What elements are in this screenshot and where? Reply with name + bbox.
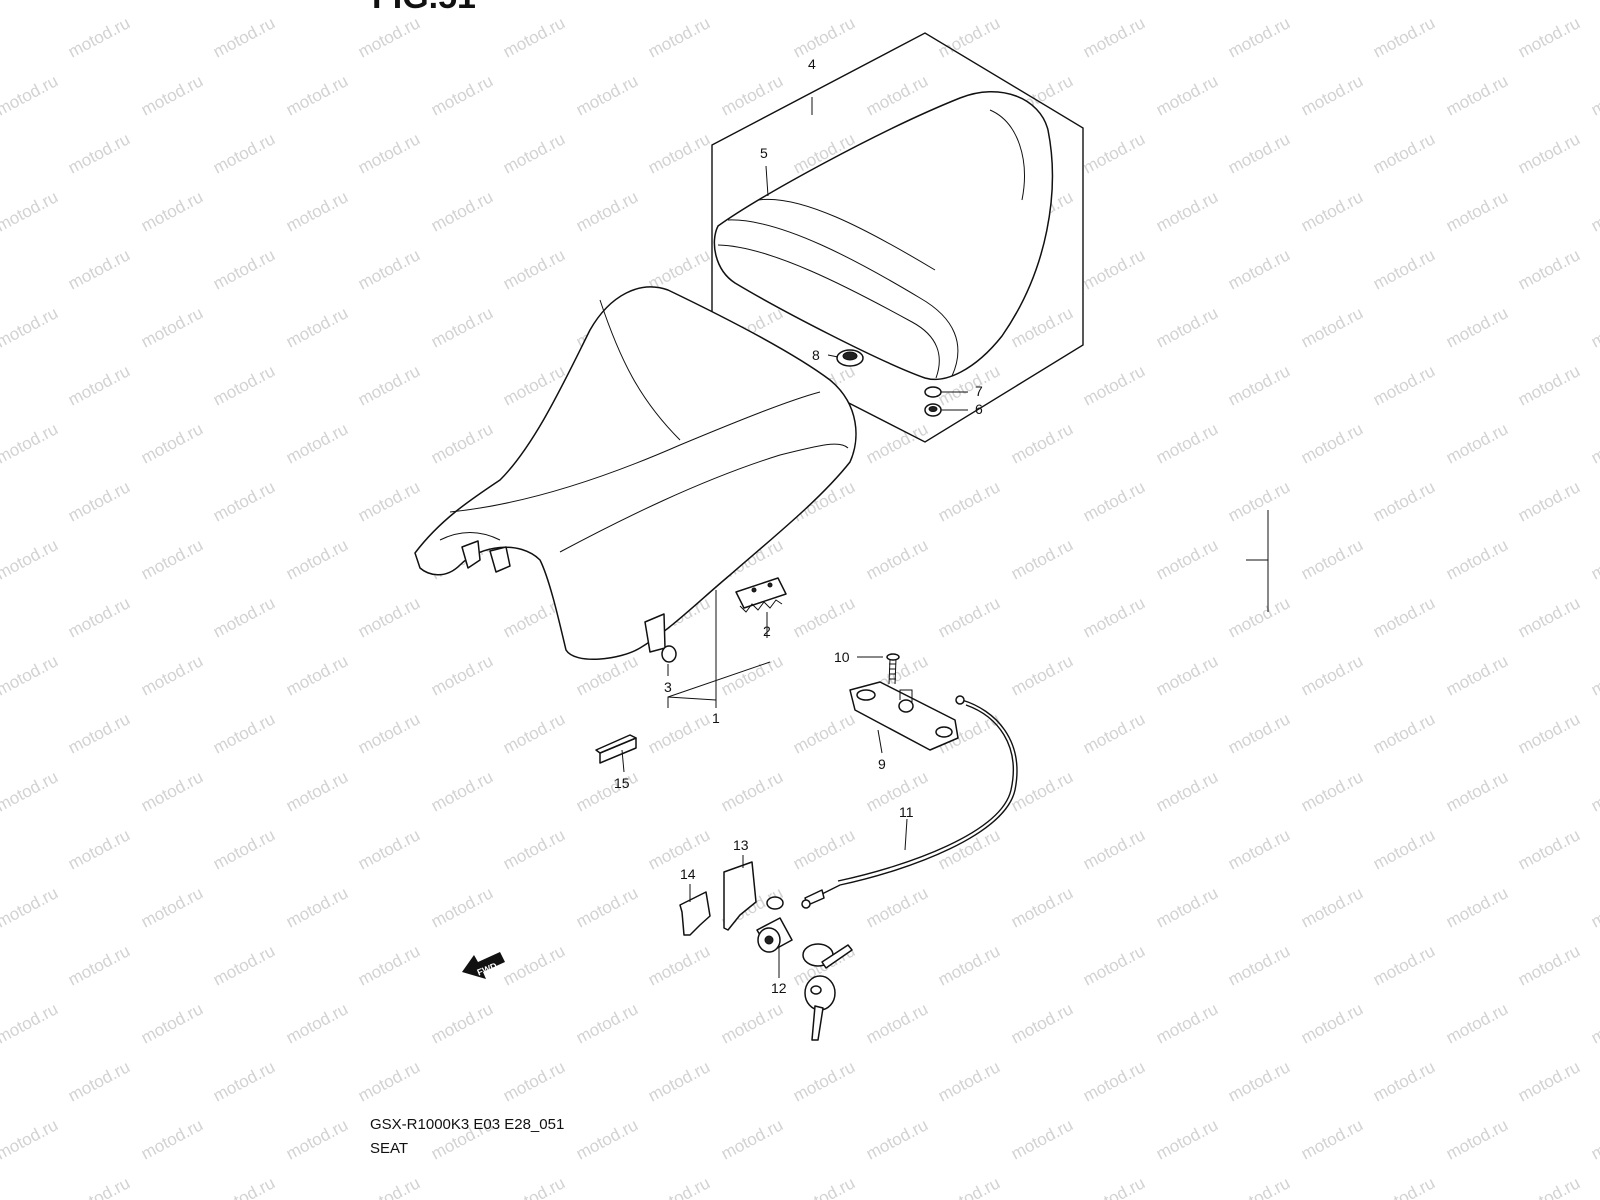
key-icon	[802, 943, 853, 1041]
callout-14: 14	[680, 866, 696, 882]
nut-part-6	[924, 403, 942, 417]
callout-2: 2	[763, 623, 771, 639]
seat-lock-part-9	[849, 681, 959, 751]
bracket-part-2	[735, 577, 787, 613]
callout-6: 6	[975, 401, 983, 417]
callout-11: 11	[899, 804, 914, 820]
washer-part-7	[924, 386, 942, 398]
callout-10: 10	[834, 649, 850, 665]
figure-title: FIG.51	[372, 0, 476, 17]
leader-lines	[621, 97, 968, 978]
callout-5: 5	[760, 145, 768, 161]
figure-code: GSX-R1000K3 E03 E28_051	[370, 1116, 565, 1133]
callout-4: 4	[808, 56, 816, 72]
callout-3: 3	[664, 679, 672, 695]
clip-part-14	[679, 891, 711, 936]
callout-1: 1	[712, 710, 720, 726]
figure-name: SEAT	[370, 1140, 409, 1157]
lock-cylinder-part-12	[756, 896, 793, 953]
callout-15: 15	[614, 775, 630, 791]
spacer-part-15	[595, 734, 637, 764]
plate-part-13	[723, 861, 757, 931]
margin-mark	[1246, 510, 1269, 612]
damper-part-8	[836, 349, 864, 367]
rear-seat-cowl	[713, 90, 1054, 380]
callout-7: 7	[975, 383, 983, 399]
fwd-arrow-icon: FWD	[462, 952, 505, 979]
front-seat	[414, 286, 857, 700]
screw-part-10	[886, 653, 900, 685]
callout-9: 9	[878, 756, 886, 772]
callout-12: 12	[771, 980, 787, 996]
cable-part-11	[801, 695, 1018, 909]
callout-labels: 1 2 3 4 5 6 7 8 9 10 11 12 13 14 15	[614, 56, 983, 996]
callout-8: 8	[812, 347, 820, 363]
callout-13: 13	[733, 837, 749, 853]
bushing-part-3	[661, 645, 677, 663]
